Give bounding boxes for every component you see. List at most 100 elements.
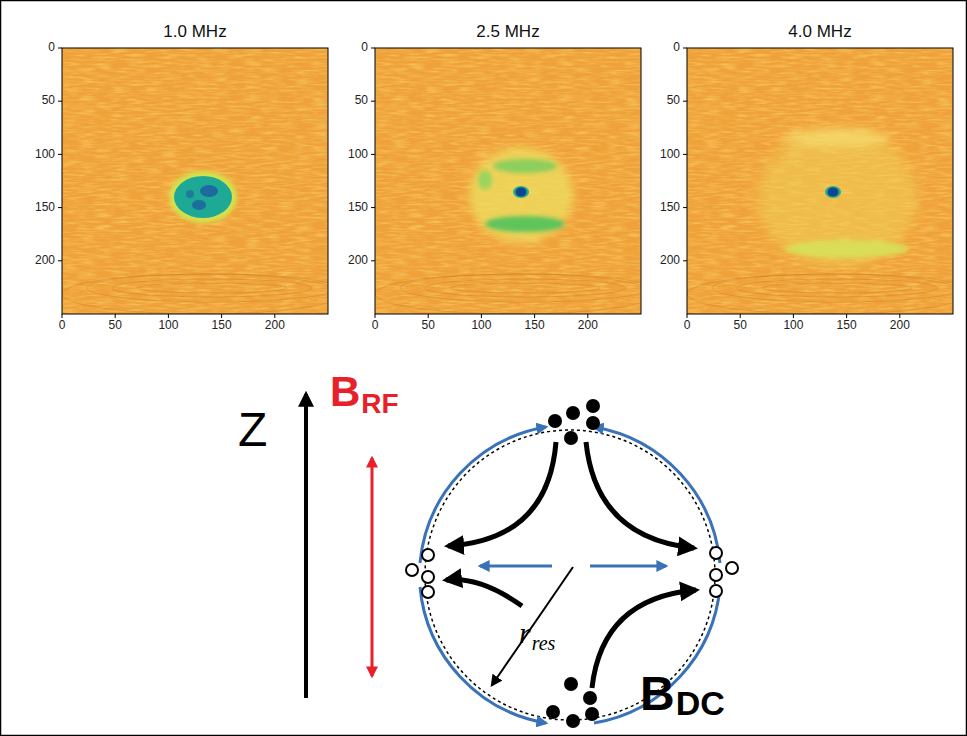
figure-part <box>566 714 580 728</box>
figure-part <box>371 101 375 102</box>
axis-tick: 0 <box>673 41 680 55</box>
figure-part <box>548 414 562 428</box>
figure-part <box>62 314 63 318</box>
figure-part <box>586 399 600 413</box>
figure-part <box>564 431 578 445</box>
figure-part <box>425 279 625 297</box>
figure-part <box>899 314 900 318</box>
figure-part <box>62 274 328 314</box>
axis-tick: 50 <box>667 94 680 108</box>
figure-part <box>683 48 687 49</box>
axis-tick: 100 <box>783 319 803 333</box>
figure-part <box>371 154 375 155</box>
radius-subscript: res <box>532 632 556 655</box>
axis-tick: 50 <box>42 94 55 108</box>
figure-part <box>793 314 794 318</box>
axis-tick: 0 <box>48 41 55 55</box>
axis-tick: 100 <box>660 148 680 162</box>
figure-part <box>493 159 557 173</box>
figure-part <box>62 48 328 314</box>
figure-part <box>200 185 218 197</box>
axis-tick: 0 <box>361 41 368 55</box>
figure-part <box>446 580 522 606</box>
figure-part <box>566 406 580 420</box>
figure-part <box>371 207 375 208</box>
axis-tick: 150 <box>525 319 545 333</box>
figure-part <box>687 274 953 314</box>
figure-part <box>62 274 328 314</box>
figure-part <box>683 48 900 318</box>
figure-part <box>375 274 641 314</box>
figure-part <box>480 565 552 568</box>
radius-label: r <box>519 616 531 651</box>
figure-part <box>186 190 194 198</box>
axis-tick: 100 <box>348 148 368 162</box>
figure-part <box>375 48 641 314</box>
axis-tick: 200 <box>578 319 598 333</box>
figure-part <box>450 283 600 293</box>
axis-tick: 150 <box>837 319 857 333</box>
panel-title: 2.5 MHz <box>476 22 539 42</box>
figure-part <box>516 188 527 197</box>
figure-part <box>112 279 312 297</box>
figure-part <box>687 314 688 318</box>
figure-part <box>710 585 722 597</box>
figure-part <box>422 549 434 561</box>
axis-tick: 50 <box>355 94 368 108</box>
figure-part <box>782 129 892 147</box>
field-label: B <box>330 368 360 416</box>
figure-part <box>546 705 560 719</box>
axis-tick: 200 <box>348 254 368 268</box>
figure-part <box>174 176 232 218</box>
figure-part <box>58 207 62 208</box>
axis-tick: 0 <box>684 319 691 333</box>
figure-part <box>375 274 641 314</box>
figure-part <box>585 707 599 721</box>
figure-part <box>58 48 342 318</box>
axis-tick: 0 <box>59 319 66 333</box>
figure-part <box>726 562 738 574</box>
figure-part <box>304 394 308 698</box>
figure-part <box>169 171 237 223</box>
figure-part <box>513 186 529 198</box>
figure-part <box>740 314 741 318</box>
figure-part <box>469 147 573 243</box>
axis-tick: 150 <box>348 201 368 215</box>
figure-part <box>687 274 953 314</box>
figure-part <box>683 260 687 261</box>
figure-part <box>546 399 600 728</box>
figure-part <box>710 547 722 559</box>
axis-tick: 150 <box>660 201 680 215</box>
axis-tick: 150 <box>35 201 55 215</box>
axis-tick: 100 <box>35 148 55 162</box>
field-label: B <box>640 666 675 721</box>
field-subscript: DC <box>676 684 725 723</box>
field-subscript: RF <box>361 388 398 420</box>
axis-tick: 200 <box>890 319 910 333</box>
figure-part <box>590 565 666 568</box>
figure-part <box>58 154 62 155</box>
figure-part <box>406 564 418 576</box>
figure-part <box>115 314 116 318</box>
figure-part <box>710 569 722 581</box>
figure-part <box>687 48 953 314</box>
figure-part <box>586 442 694 548</box>
axis-tick: 200 <box>660 254 680 268</box>
figure-part <box>448 442 556 546</box>
axis-tick: 50 <box>734 319 747 333</box>
figure-part <box>420 427 720 723</box>
figure-part <box>420 587 546 723</box>
figure-part <box>485 216 565 232</box>
axis-tick: 200 <box>265 319 285 333</box>
figure-part <box>406 547 738 598</box>
figure-part <box>683 101 687 102</box>
figure-part <box>274 314 275 318</box>
figure-part <box>683 48 967 318</box>
figure-part <box>371 48 588 318</box>
figure-part <box>683 207 687 208</box>
figure-part <box>757 130 917 266</box>
figure-part <box>168 314 169 318</box>
